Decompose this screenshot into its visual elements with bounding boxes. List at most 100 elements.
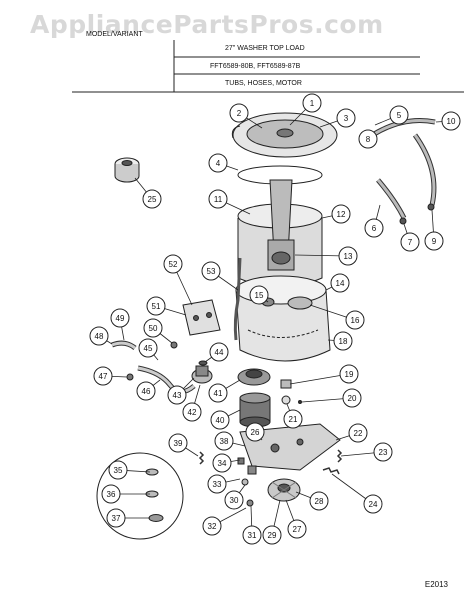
callout-32: 32 xyxy=(202,507,247,536)
callout-6: 6 xyxy=(364,204,384,238)
callout-12: 12 xyxy=(321,204,351,224)
callout-16: 16 xyxy=(309,304,365,330)
callout-number: 36 xyxy=(107,490,116,499)
callout-circle xyxy=(146,296,166,316)
callout-number: 53 xyxy=(207,267,216,276)
callout-number: 5 xyxy=(397,111,402,120)
callout-number: 29 xyxy=(268,531,277,540)
callout-circle xyxy=(287,519,307,539)
callout-number: 26 xyxy=(251,428,260,437)
callout-circle xyxy=(363,494,383,514)
callout-circle xyxy=(202,516,222,536)
callout-circle xyxy=(207,474,227,494)
water-pump-part xyxy=(191,360,213,384)
callout-number: 6 xyxy=(372,224,377,233)
callout-circle xyxy=(364,218,384,238)
callout-circle xyxy=(210,410,230,430)
callout-circle xyxy=(389,105,409,125)
callout-43: 43 xyxy=(167,377,195,405)
tub-ring-part xyxy=(231,112,338,185)
springs-part xyxy=(198,449,343,475)
callout-circle xyxy=(283,409,303,429)
callout-circle xyxy=(441,111,461,131)
callout-circle xyxy=(89,326,109,346)
callout-circle xyxy=(424,231,444,251)
callout-1: 1 xyxy=(289,93,322,126)
callout-8: 8 xyxy=(358,129,378,149)
callout-38: 38 xyxy=(214,431,246,451)
callout-23: 23 xyxy=(340,442,393,462)
callout-circle xyxy=(143,318,163,338)
drive-pulley-part xyxy=(267,478,301,502)
callout-circle xyxy=(101,484,121,504)
callout-28: 28 xyxy=(295,491,329,511)
callout-number: 16 xyxy=(351,316,360,325)
callout-circle xyxy=(245,422,265,442)
callout-37: 37 xyxy=(106,508,150,528)
callout-50: 50 xyxy=(143,318,173,344)
callout-42: 42 xyxy=(182,384,202,422)
callout-circle xyxy=(208,153,228,173)
callout-number: 33 xyxy=(213,480,222,489)
callout-number: 7 xyxy=(408,238,413,247)
callout-41: 41 xyxy=(208,379,241,403)
callout-7: 7 xyxy=(400,223,420,252)
callout-circle xyxy=(338,246,358,266)
callout-number: 47 xyxy=(99,372,108,381)
fill-tube-part xyxy=(182,257,242,341)
callout-circle xyxy=(358,129,378,149)
callout-20: 20 xyxy=(301,388,362,408)
callout-circle xyxy=(342,388,362,408)
callout-number: 37 xyxy=(112,514,121,523)
callout-number: 4 xyxy=(216,159,221,168)
callout-circle xyxy=(345,310,365,330)
callout-number: 34 xyxy=(218,459,227,468)
callout-number: 44 xyxy=(215,348,224,357)
callout-circle xyxy=(214,431,234,451)
callout-number: 45 xyxy=(144,344,153,353)
callout-27: 27 xyxy=(285,499,307,539)
callout-circle xyxy=(208,383,228,403)
callout-circle xyxy=(302,93,322,113)
callout-48: 48 xyxy=(89,326,113,346)
callout-35: 35 xyxy=(108,460,151,480)
callout-36: 36 xyxy=(101,484,150,504)
callout-circle xyxy=(108,460,128,480)
basket-agitator-part xyxy=(237,179,323,288)
callout-53: 53 xyxy=(201,261,239,291)
callout-19: 19 xyxy=(289,364,359,385)
callout-number: 50 xyxy=(149,324,158,333)
callout-number: 9 xyxy=(432,237,437,246)
callout-46: 46 xyxy=(136,379,161,401)
callout-number: 42 xyxy=(188,408,197,417)
callout-number: 15 xyxy=(255,291,264,300)
callout-44: 44 xyxy=(204,342,229,363)
callout-number: 8 xyxy=(366,135,371,144)
callout-15: 15 xyxy=(249,285,269,305)
callout-number: 3 xyxy=(344,114,349,123)
callout-number: 40 xyxy=(216,416,225,425)
callout-number: 30 xyxy=(230,496,239,505)
callout-circle xyxy=(212,453,232,473)
callout-number: 52 xyxy=(169,260,178,269)
callout-number: 43 xyxy=(173,391,182,400)
callout-circle xyxy=(242,525,262,545)
callout-5: 5 xyxy=(374,105,409,126)
header-rules xyxy=(72,40,464,93)
callout-number: 19 xyxy=(345,370,354,379)
callout-47: 47 xyxy=(93,366,128,386)
callout-leader xyxy=(289,373,350,385)
callout-number: 13 xyxy=(344,252,353,261)
callout-circle xyxy=(330,273,350,293)
callout-31: 31 xyxy=(242,505,262,545)
callout-circle xyxy=(168,433,188,453)
header-product: 27" WASHER TOP LOAD xyxy=(225,45,305,52)
callout-circle xyxy=(138,338,158,358)
callout-circle xyxy=(333,331,353,351)
callout-33: 33 xyxy=(207,474,241,494)
callout-10: 10 xyxy=(435,111,461,131)
callout-circle xyxy=(373,442,393,462)
callout-circle xyxy=(136,381,156,401)
callout-circle xyxy=(163,254,183,274)
